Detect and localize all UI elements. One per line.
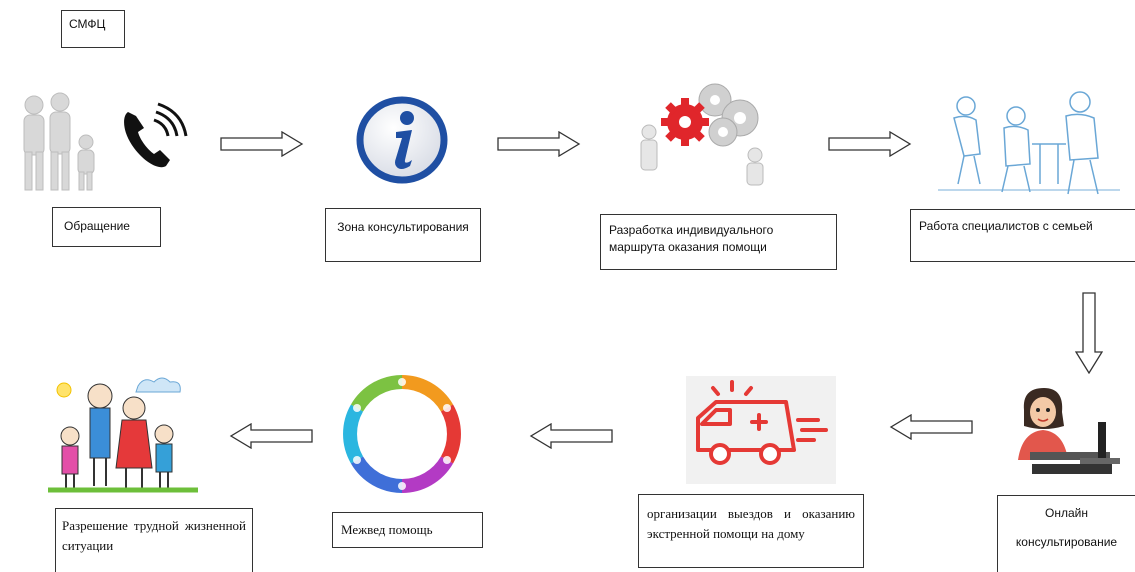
specialists-sketch-icon bbox=[934, 84, 1124, 202]
arrow-left-icon bbox=[889, 414, 973, 440]
arrow-right-icon bbox=[828, 131, 912, 157]
step-route-plan: Разработка индивидуального маршрута оказ… bbox=[600, 214, 837, 270]
step-resolution: Разрешение трудной жизненной ситуации bbox=[55, 508, 253, 572]
arrow-right-icon bbox=[497, 131, 581, 157]
step-route-plan-label: Разработка индивидуального маршрута оказ… bbox=[609, 223, 774, 254]
step-specialists-work: Работа специалистов с семьей bbox=[910, 209, 1135, 262]
arrow-down-icon bbox=[1075, 292, 1103, 374]
arrow-left-icon bbox=[529, 423, 613, 449]
cycle-ring-icon bbox=[340, 372, 464, 496]
step-specialists-work-label: Работа специалистов с семьей bbox=[919, 219, 1093, 233]
arrow-right-icon bbox=[220, 131, 304, 157]
step-emergency-trips: организации выездов и оказанию экстренно… bbox=[638, 494, 864, 568]
family-phone-icon bbox=[14, 90, 194, 195]
step-appeal: Обращение bbox=[52, 207, 161, 247]
step-consult-zone-label: Зона консультирования bbox=[337, 220, 469, 234]
step-interagency-help-label: Межвед помощь bbox=[341, 522, 433, 537]
info-icon bbox=[352, 92, 452, 186]
org-label: СМФЦ bbox=[61, 10, 125, 48]
step-consult-zone: Зона консультирования bbox=[325, 208, 481, 262]
step-online-consult: Онлайн консультирование bbox=[997, 495, 1135, 572]
step-resolution-label: Разрешение трудной жизненной ситуации bbox=[62, 518, 246, 553]
gears-icon bbox=[615, 70, 775, 190]
step-emergency-trips-label: организации выездов и оказанию экстренно… bbox=[647, 506, 855, 541]
step-interagency-help: Межвед помощь bbox=[332, 512, 483, 548]
step-online-consult-line2: консультирование bbox=[1015, 535, 1118, 549]
org-label-text: СМФЦ bbox=[69, 17, 106, 31]
operator-icon bbox=[1010, 382, 1128, 478]
ambulance-icon bbox=[686, 376, 836, 484]
step-appeal-label: Обращение bbox=[64, 219, 130, 233]
step-online-consult-line1: Онлайн bbox=[1045, 506, 1088, 520]
happy-family-icon bbox=[48, 368, 198, 500]
arrow-left-icon bbox=[229, 423, 313, 449]
